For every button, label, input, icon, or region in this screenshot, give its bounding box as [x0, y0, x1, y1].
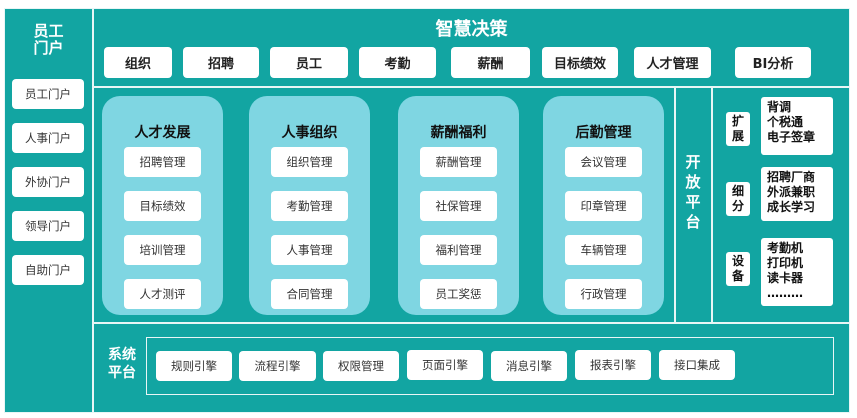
ext-line: ………: [767, 286, 803, 300]
system-item-report-engine[interactable]: 报表引擎: [575, 350, 651, 380]
ext-label-device: 设 备: [726, 252, 750, 286]
card-item[interactable]: 考勤管理: [271, 191, 348, 221]
ext-line: 电子签章: [767, 130, 816, 144]
card-item[interactable]: 社保管理: [420, 191, 497, 221]
card-item[interactable]: 员工奖惩: [420, 279, 497, 309]
modules-panel: 人才发展 招聘管理 目标绩效 培训管理 人才测评 人事组织 组织管理 考勤管理 …: [93, 87, 675, 323]
ext-label-char: 细: [731, 184, 744, 198]
system-item-page-engine[interactable]: 页面引擎: [407, 350, 483, 380]
card-title: 人事组织: [281, 125, 338, 141]
open-platform-char: 开: [685, 153, 701, 171]
ext-line: 考勤机: [767, 241, 804, 255]
system-item-workflow-engine[interactable]: 流程引擎: [239, 351, 316, 381]
card-item[interactable]: 目标绩效: [124, 191, 201, 221]
ext-label-char: 备: [731, 269, 744, 283]
portal-item-leader[interactable]: 领导门户: [12, 211, 84, 241]
decision-btn-salary[interactable]: 薪酬: [451, 47, 530, 78]
card-item[interactable]: 人事管理: [271, 235, 348, 265]
portal-item-employee[interactable]: 员工门户: [12, 79, 84, 109]
open-platform-char: 放: [685, 173, 701, 191]
ext-line: 读卡器: [767, 271, 804, 285]
ext-label-char: 扩: [731, 114, 744, 128]
ext-label-char: 展: [731, 129, 744, 143]
ext-label-extend: 扩 展: [726, 112, 750, 146]
system-items-frame: [146, 337, 834, 395]
ext-label-segment: 细 分: [726, 182, 750, 216]
open-platform-panel: 开 放 平 台: [675, 87, 712, 323]
system-title: 系统 平台: [102, 346, 142, 382]
system-item-api-integration[interactable]: 接口集成: [659, 350, 735, 380]
card-title: 薪酬福利: [430, 125, 487, 141]
card-talent-development: 人才发展 招聘管理 目标绩效 培训管理 人才测评: [102, 96, 223, 315]
ext-label-char: 设: [731, 254, 744, 268]
portal-panel: 员工 门户 员工门户 人事门户 外协门户 领导门户 自助门户: [4, 8, 93, 413]
ext-label-char: 分: [731, 199, 744, 213]
ext-line: 招聘厂商: [767, 170, 816, 184]
decision-btn-talent[interactable]: 人才管理: [634, 47, 711, 78]
card-item[interactable]: 招聘管理: [124, 147, 201, 177]
decision-panel: 智慧决策 组织 招聘 员工 考勤 薪酬 目标绩效 人才管理 BI分析: [93, 8, 850, 87]
ext-box-device[interactable]: 考勤机 打印机 读卡器 ………: [761, 238, 833, 306]
ext-box-segment[interactable]: 招聘厂商 外派兼职 成长学习: [761, 167, 833, 221]
portal-item-outsourcing[interactable]: 外协门户: [12, 167, 84, 197]
card-item[interactable]: 印章管理: [565, 191, 642, 221]
card-logistics: 后勤管理 会议管理 印章管理 车辆管理 行政管理: [543, 96, 664, 315]
ext-line: 外派兼职: [767, 185, 816, 199]
card-title: 人才发展: [134, 125, 191, 141]
decision-btn-org[interactable]: 组织: [104, 47, 172, 78]
card-item[interactable]: 行政管理: [565, 279, 642, 309]
card-hr-organization: 人事组织 组织管理 考勤管理 人事管理 合同管理: [249, 96, 370, 315]
card-item[interactable]: 车辆管理: [565, 235, 642, 265]
card-item[interactable]: 合同管理: [271, 279, 348, 309]
system-item-permission[interactable]: 权限管理: [323, 351, 399, 381]
portal-item-hr[interactable]: 人事门户: [12, 123, 84, 153]
system-panel: 系统 平台 规则引擎 流程引擎 权限管理 页面引擎 消息引擎 报表引擎 接口集成: [93, 323, 850, 413]
decision-btn-recruit[interactable]: 招聘: [183, 47, 259, 78]
card-item[interactable]: 福利管理: [420, 235, 497, 265]
portal-item-self-service[interactable]: 自助门户: [12, 255, 84, 285]
system-title-line1: 系统: [108, 347, 136, 363]
system-item-message-engine[interactable]: 消息引擎: [491, 351, 567, 381]
portal-title-line1: 员工: [33, 22, 64, 40]
ext-line: 打印机: [767, 256, 804, 270]
open-platform-char: 平: [685, 193, 701, 211]
card-title: 后勤管理: [575, 125, 632, 141]
portal-title-line2: 门户: [33, 39, 64, 57]
ext-line: 成长学习: [767, 200, 816, 214]
card-compensation: 薪酬福利 薪酬管理 社保管理 福利管理 员工奖惩: [398, 96, 519, 315]
decision-btn-bi[interactable]: BI分析: [735, 47, 811, 78]
ext-box-extend[interactable]: 背调 个税通 电子签章: [761, 97, 833, 155]
extensions-panel: 扩 展 背调 个税通 电子签章 细 分 招聘厂商 外派兼职 成长学习 设 备 考…: [712, 87, 850, 323]
card-item[interactable]: 薪酬管理: [420, 147, 497, 177]
decision-btn-attendance[interactable]: 考勤: [359, 47, 436, 78]
card-item[interactable]: 会议管理: [565, 147, 642, 177]
card-item[interactable]: 培训管理: [124, 235, 201, 265]
ext-line: 个税通: [767, 115, 804, 129]
portal-title: 员工 门户: [5, 23, 92, 57]
card-item[interactable]: 组织管理: [271, 147, 348, 177]
ext-line: 背调: [767, 100, 792, 114]
open-platform-char: 台: [685, 213, 701, 231]
system-title-line2: 平台: [108, 365, 136, 381]
card-item[interactable]: 人才测评: [124, 279, 201, 309]
decision-btn-goals[interactable]: 目标绩效: [542, 47, 618, 78]
decision-btn-employee[interactable]: 员工: [270, 47, 348, 78]
decision-title: 智慧决策: [435, 19, 508, 40]
open-platform-label: 开 放 平 台: [683, 152, 703, 232]
system-item-rule-engine[interactable]: 规则引擎: [156, 351, 232, 381]
